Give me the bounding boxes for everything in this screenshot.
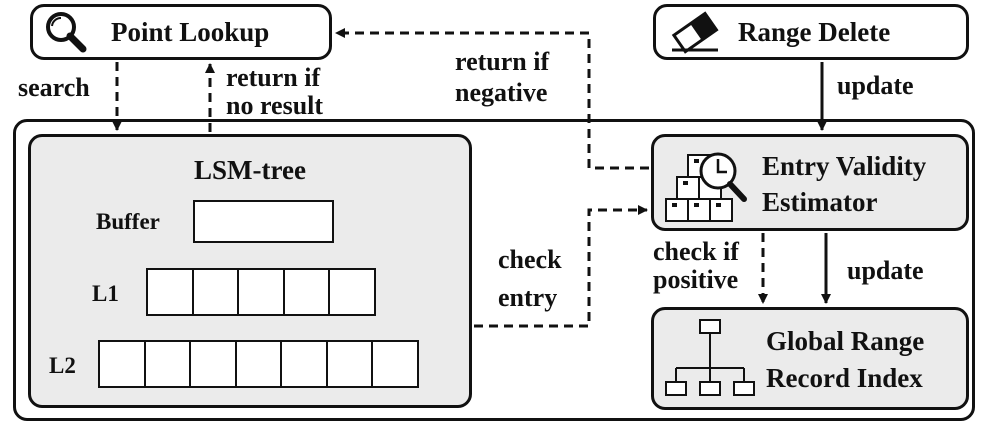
return-negative-label-1: return if [455,47,550,76]
l2-cell [234,340,283,388]
check-entry-arrow [474,205,648,328]
return-no-result-label-2: no result [226,91,324,120]
return-no-result-label-1: return if [226,63,321,92]
global-range-record-index-node: Global Range Record Index [651,307,969,410]
global-range-line1: Global Range [766,326,925,356]
lsm-tree-title: LSM-tree [194,155,306,185]
point-lookup-node: Point Lookup [30,4,332,60]
l2-cell [98,340,146,388]
range-delete-node: Range Delete [653,4,969,60]
entry-validity-estimator-node: Entry Validity Estimator [651,134,969,231]
return-negative-arrow [335,28,649,170]
system-container [13,119,975,421]
magnifier-icon [46,12,87,53]
buffer-cell [193,200,334,243]
update-right-label: update [847,256,924,285]
l1-label: L1 [92,281,119,306]
search-label: search [18,73,90,102]
boxes-search-icon [665,152,747,222]
entry-validity-line2: Estimator [762,187,878,217]
l2-cell [143,340,192,388]
update-top-label: update [837,71,914,100]
l2-row [98,340,419,388]
check-entry-label-1: check [498,245,562,274]
l2-cell [371,340,419,388]
l2-cell [325,340,374,388]
eraser-icon [671,11,719,54]
l2-cell [280,340,328,388]
l1-cell [328,268,376,316]
check-positive-label-1: check if [653,237,739,266]
entry-validity-line1: Entry Validity [762,151,927,181]
check-entry-label-2: entry [498,283,558,312]
l2-label: L2 [49,353,76,378]
l1-cell [282,268,331,316]
point-lookup-label: Point Lookup [111,16,270,47]
buffer-label: Buffer [96,209,160,234]
hierarchy-icon [665,319,755,396]
l1-cell [191,268,240,316]
check-positive-label-2: positive [653,265,739,294]
return-negative-label-2: negative [455,78,548,107]
global-range-line2: Record Index [766,363,923,393]
l1-row [146,268,376,316]
range-delete-label: Range Delete [738,16,891,47]
